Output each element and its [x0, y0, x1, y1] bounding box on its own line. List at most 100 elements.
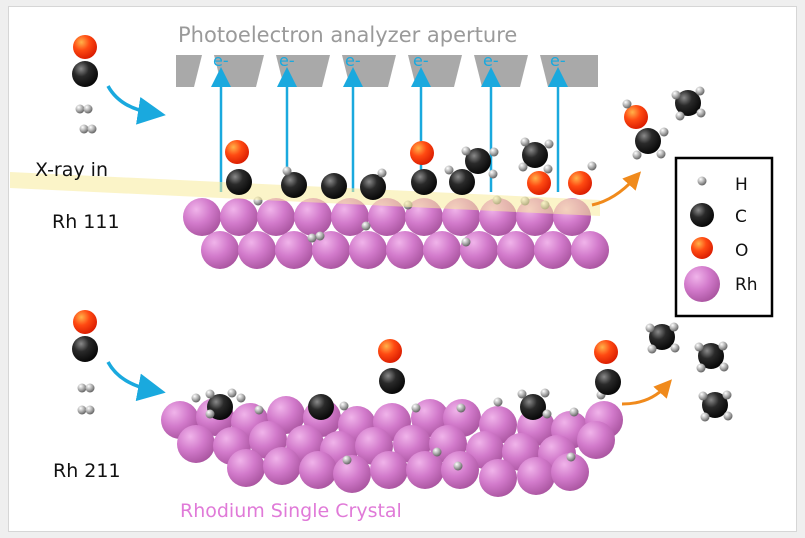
aperture-slit — [454, 55, 482, 87]
rh111-label: Rh 111 — [52, 211, 120, 233]
hydrogen-atom — [518, 162, 528, 172]
rhodium-atom — [312, 231, 350, 269]
hydrogen-atom — [544, 139, 554, 149]
hydrogen-atom — [83, 104, 93, 114]
rhodium-atom — [368, 198, 406, 236]
rhodium-atom — [423, 231, 461, 269]
rh111-adsorbates — [225, 137, 597, 200]
aperture-slit — [520, 55, 548, 87]
hydrogen-atom — [622, 99, 632, 109]
carbon-atom — [308, 394, 334, 420]
oxygen-atom — [378, 339, 402, 363]
rhodium-atom — [257, 198, 295, 236]
hydrogen-atom — [543, 164, 553, 174]
electron-label: e- — [213, 51, 229, 70]
hydrogen-atom-icon — [697, 176, 707, 186]
desorption-arrow-bottom — [621, 379, 672, 406]
legend-label-h: H — [735, 175, 748, 195]
carbon-atom — [465, 148, 491, 174]
oxygen-atom-icon — [691, 237, 713, 259]
hydrogen-atom — [77, 383, 87, 393]
hydrogen-atom — [542, 409, 552, 419]
hydrogen-atom — [647, 344, 657, 354]
hydrogen-atom — [87, 124, 97, 134]
hydrogen-atom — [205, 409, 215, 419]
hydrogen-atom — [236, 393, 246, 403]
hydrogen-atom — [722, 390, 732, 400]
rhodium-atom — [333, 455, 371, 493]
carbon-atom — [698, 343, 724, 369]
hydrogen-atom — [456, 403, 466, 413]
carbon-atom — [702, 392, 728, 418]
rhodium-atom — [201, 231, 239, 269]
rhodium-atom — [497, 231, 535, 269]
oxygen-atom — [73, 310, 97, 334]
hydrogen-atom — [444, 165, 454, 175]
hydrogen-atom — [461, 237, 471, 247]
hydrogen-atom — [587, 161, 597, 171]
photoelectron-analyzer-aperture — [176, 55, 598, 87]
oxygen-atom — [624, 105, 648, 129]
aperture-title: Photoelectron analyzer aperture — [178, 23, 517, 47]
adsorption-arrow-top — [106, 85, 166, 125]
rhodium-atom — [460, 231, 498, 269]
rhodium-atom — [294, 198, 332, 236]
oxygen-atom — [410, 141, 434, 165]
rh211-slab — [161, 390, 623, 497]
electron-label: e- — [279, 51, 295, 70]
hydrogen-atom — [669, 322, 679, 332]
legend-label-c: C — [735, 207, 747, 227]
hydrogen-atom — [656, 149, 666, 159]
rhodium-atom — [227, 449, 265, 487]
desorbed-products — [622, 86, 733, 422]
hydrogen-atom — [453, 461, 463, 471]
rhodium-atom — [370, 451, 408, 489]
photoelectron-arrows: e-e-e-e-e-e- — [211, 51, 568, 192]
xray-label: X-ray in — [35, 159, 108, 181]
electron-label: e- — [413, 51, 429, 70]
rhodium-atom-icon — [684, 266, 720, 302]
hydrogen-atom — [85, 405, 95, 415]
carbon-atom — [72, 336, 98, 362]
oxygen-atom — [527, 171, 551, 195]
carbon-atom — [281, 172, 307, 198]
hydrogen-atom — [696, 108, 706, 118]
rhodium-atom — [299, 451, 337, 489]
electron-label: e- — [483, 51, 499, 70]
carbon-atom — [675, 90, 701, 116]
hydrogen-atom — [339, 401, 349, 411]
hydrogen-atom — [432, 447, 442, 457]
rhodium-atom — [177, 425, 215, 463]
rhodium-atom — [479, 459, 517, 497]
desorption-arrow-top — [591, 171, 642, 207]
hydrogen-atom — [254, 405, 264, 415]
carbon-atom — [321, 173, 347, 199]
carbon-atom — [649, 324, 675, 350]
hydrogen-atom — [671, 90, 681, 100]
hydrogen-atom — [282, 166, 292, 176]
hydrogen-atom — [411, 403, 421, 413]
rhodium-atom — [275, 231, 313, 269]
rhodium-atom — [571, 231, 609, 269]
aperture-slit — [388, 55, 416, 87]
rhodium-atom — [551, 453, 589, 491]
rhodium-atom — [220, 198, 258, 236]
hydrogen-atom — [632, 150, 642, 160]
hydrogen-atom — [718, 341, 728, 351]
rh211-label: Rh 211 — [53, 460, 121, 482]
hydrogen-atom — [694, 342, 704, 352]
hydrogen-atom — [566, 452, 576, 462]
hydrogen-atom — [315, 231, 325, 241]
incoming-reactants — [72, 35, 98, 415]
hydrogen-atom — [670, 343, 680, 353]
crystal-caption: Rhodium Single Crystal — [180, 500, 402, 522]
rhodium-atom — [534, 231, 572, 269]
rhodium-atom — [183, 198, 221, 236]
carbon-atom — [226, 169, 252, 195]
hydrogen-atom — [205, 389, 215, 399]
carbon-atom — [72, 61, 98, 87]
rhodium-atom — [263, 447, 301, 485]
hydrogen-atom — [361, 221, 371, 231]
hydrogen-atom — [723, 411, 733, 421]
